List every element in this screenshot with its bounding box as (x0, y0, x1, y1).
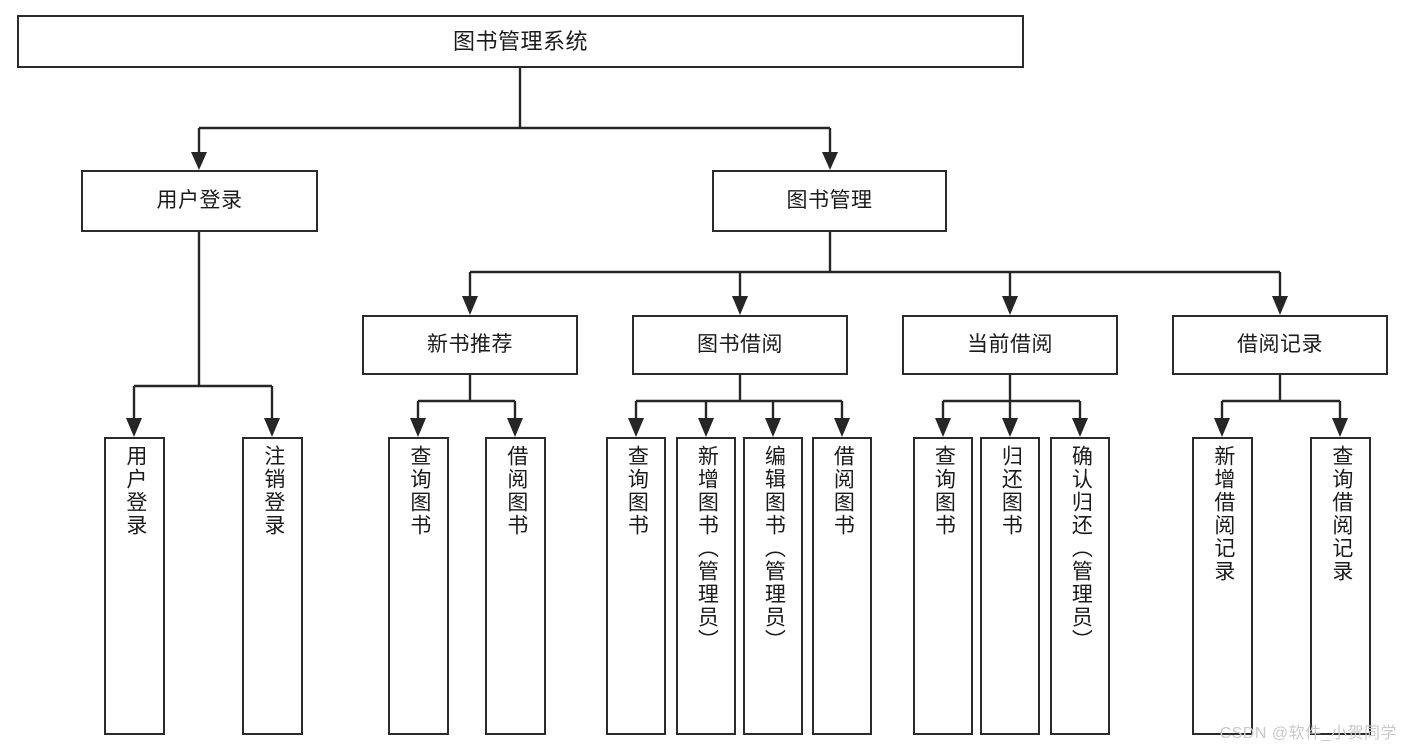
node-label: 图书管理 (786, 188, 873, 212)
arrow-borrow-to-leaf3 (834, 418, 850, 437)
node-leaf-add-book-admin[interactable]: 新增图书（管理员） (676, 437, 736, 735)
arrow-record-to-leaf1 (1332, 418, 1348, 437)
node-leaf-query-book-recommend[interactable]: 查询图书 (388, 437, 449, 735)
node-label: 查询图书 (932, 445, 956, 537)
node-label: 新增图书（管理员） (695, 445, 719, 652)
node-label: 查询借阅记录 (1329, 445, 1353, 583)
arrow-borrow-to-leaf1 (698, 418, 714, 437)
node-label: 注销登录 (261, 445, 285, 537)
node-label: 图书管理系统 (452, 28, 588, 54)
arrow-newbook-to-leaf1 (507, 418, 523, 437)
arrow-bookmanage-to-c0 (462, 296, 478, 315)
arrow-borrow-to-leaf0 (628, 418, 644, 437)
node-label: 归还图书 (999, 445, 1023, 537)
node-root-book-management-system[interactable]: 图书管理系统 (17, 15, 1024, 68)
arrow-bookmanage-to-c3 (1272, 296, 1288, 315)
arrow-bookmanage-to-c2 (1002, 296, 1018, 315)
node-leaf-borrow-book-recommend[interactable]: 借阅图书 (485, 437, 546, 735)
node-leaf-query-book-current[interactable]: 查询图书 (913, 437, 973, 735)
node-label: 新增借阅记录 (1211, 445, 1235, 583)
node-leaf-logout[interactable]: 注销登录 (242, 437, 303, 735)
node-label: 查询图书 (407, 445, 431, 537)
node-leaf-add-borrow-record[interactable]: 新增借阅记录 (1192, 437, 1253, 735)
node-borrow-record[interactable]: 借阅记录 (1172, 315, 1388, 375)
node-label: 用户登录 (156, 188, 243, 212)
arrow-current-to-leaf0 (935, 418, 951, 437)
node-leaf-return-book[interactable]: 归还图书 (980, 437, 1040, 735)
arrow-current-to-leaf2 (1072, 418, 1088, 437)
arrow-record-to-leaf0 (1214, 418, 1230, 437)
node-leaf-confirm-return-admin[interactable]: 确认归还（管理员） (1050, 437, 1110, 735)
arrow-root-to-user-login (191, 152, 207, 170)
node-label: 查询图书 (625, 445, 649, 537)
node-label: 用户登录 (123, 445, 147, 537)
arrow-newbook-to-leaf0 (410, 418, 426, 437)
node-label: 借阅图书 (504, 445, 528, 537)
node-current-borrow[interactable]: 当前借阅 (902, 315, 1118, 375)
csdn-watermark: CSDN @软件_小贺同学 (1219, 725, 1397, 742)
node-label: 图书借阅 (697, 332, 783, 356)
node-leaf-user-login[interactable]: 用户登录 (104, 437, 165, 735)
node-new-book-recommend[interactable]: 新书推荐 (362, 315, 578, 375)
node-label: 借阅图书 (831, 445, 855, 537)
arrow-root-to-book-manage (822, 152, 838, 170)
node-label: 借阅记录 (1237, 332, 1323, 356)
node-label: 当前借阅 (967, 332, 1053, 356)
node-leaf-query-borrow-record[interactable]: 查询借阅记录 (1310, 437, 1371, 735)
node-book-management[interactable]: 图书管理 (712, 170, 947, 232)
arrow-borrow-to-leaf2 (765, 418, 781, 437)
arrow-bookmanage-to-c1 (732, 296, 748, 315)
node-leaf-borrow-book[interactable]: 借阅图书 (812, 437, 872, 735)
node-leaf-edit-book-admin[interactable]: 编辑图书（管理员） (743, 437, 803, 735)
node-book-borrow[interactable]: 图书借阅 (632, 315, 848, 375)
node-label: 新书推荐 (427, 332, 513, 356)
node-label: 确认归还（管理员） (1069, 445, 1093, 652)
node-user-login[interactable]: 用户登录 (81, 170, 318, 232)
arrow-userlogin-to-leaf1 (264, 418, 280, 437)
node-label: 编辑图书（管理员） (762, 445, 786, 652)
arrow-current-to-leaf1 (1002, 418, 1018, 437)
arrow-userlogin-to-leaf0 (126, 418, 142, 437)
node-leaf-query-book[interactable]: 查询图书 (606, 437, 666, 735)
